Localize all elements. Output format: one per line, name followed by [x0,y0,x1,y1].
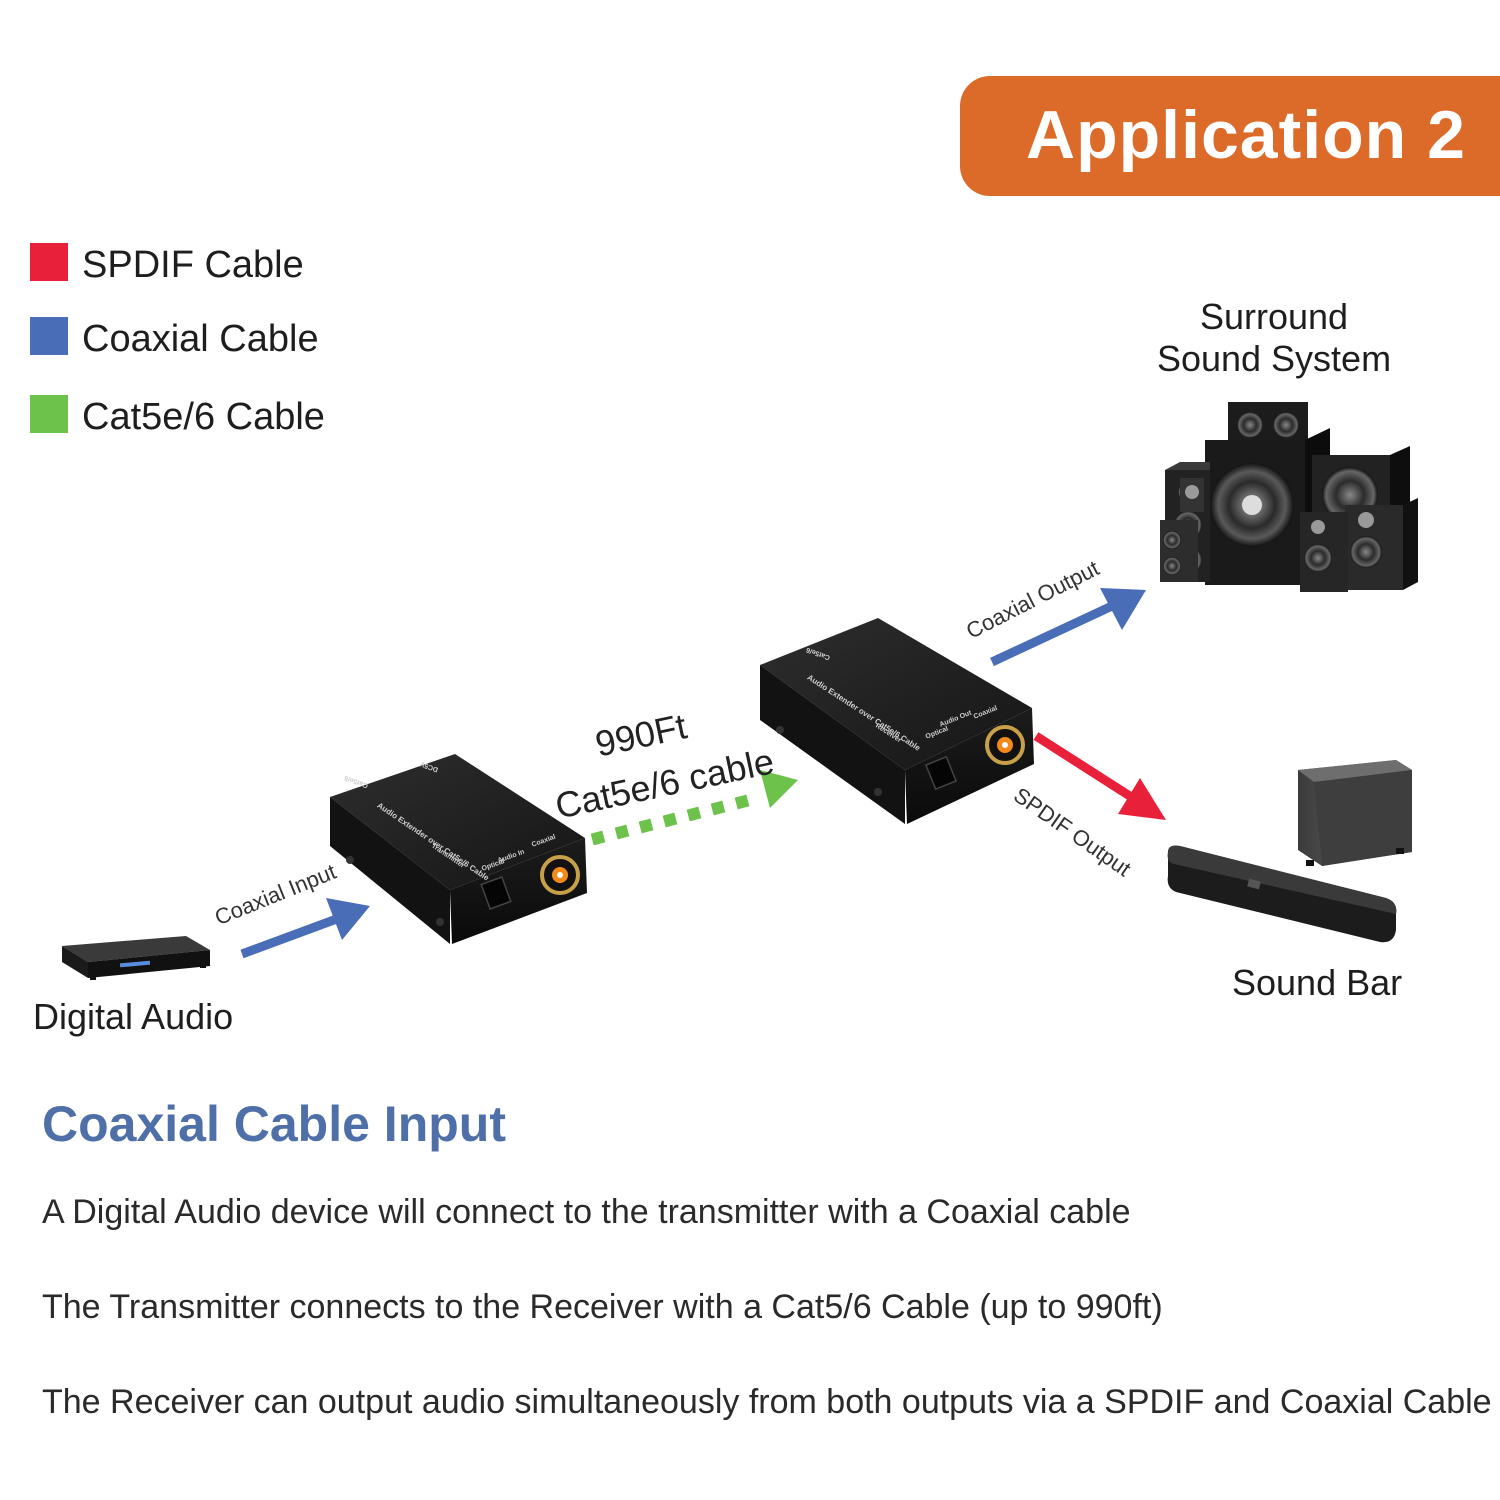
cat5e-legend-label: Cat5e/6 Cable [82,396,325,438]
transmitter-optical-port-icon [480,876,512,910]
coaxial-output-arrow [990,588,1146,667]
surround-sound-system-icon [1160,402,1418,592]
coaxial-legend-swatch [30,317,68,355]
sound-bar-icon [1167,760,1412,943]
transmitter-box [330,754,587,944]
section-title: Coaxial Cable Input [42,1096,506,1152]
spdif-legend-label: SPDIF Cable [82,244,304,286]
surround-label-line1: Surround [1199,296,1349,337]
application-banner [960,76,1500,196]
surround-label-line2: Sound System [1156,338,1392,379]
digital-audio-label: Digital Audio [33,996,234,1037]
spdif-output-arrow [1033,732,1166,820]
coaxial-input-arrow [240,898,370,959]
banner-title: Application 2 [1026,97,1466,173]
coaxial-legend-label: Coaxial Cable [82,318,319,360]
description-line-3: The Receiver can output audio simultaneo… [42,1383,1492,1421]
receiver-box [760,618,1034,824]
digital-audio-player-icon [62,936,210,980]
cat5e-legend-swatch [30,395,68,433]
cat5e-cable-arrow [590,770,798,846]
spdif-legend-swatch [30,243,68,281]
sound-bar-label: Sound Bar [1232,962,1403,1003]
description-line-2: The Transmitter connects to the Receiver… [42,1288,1163,1326]
description-line-1: A Digital Audio device will connect to t… [42,1193,1131,1231]
receiver-optical-port-icon [924,755,958,791]
